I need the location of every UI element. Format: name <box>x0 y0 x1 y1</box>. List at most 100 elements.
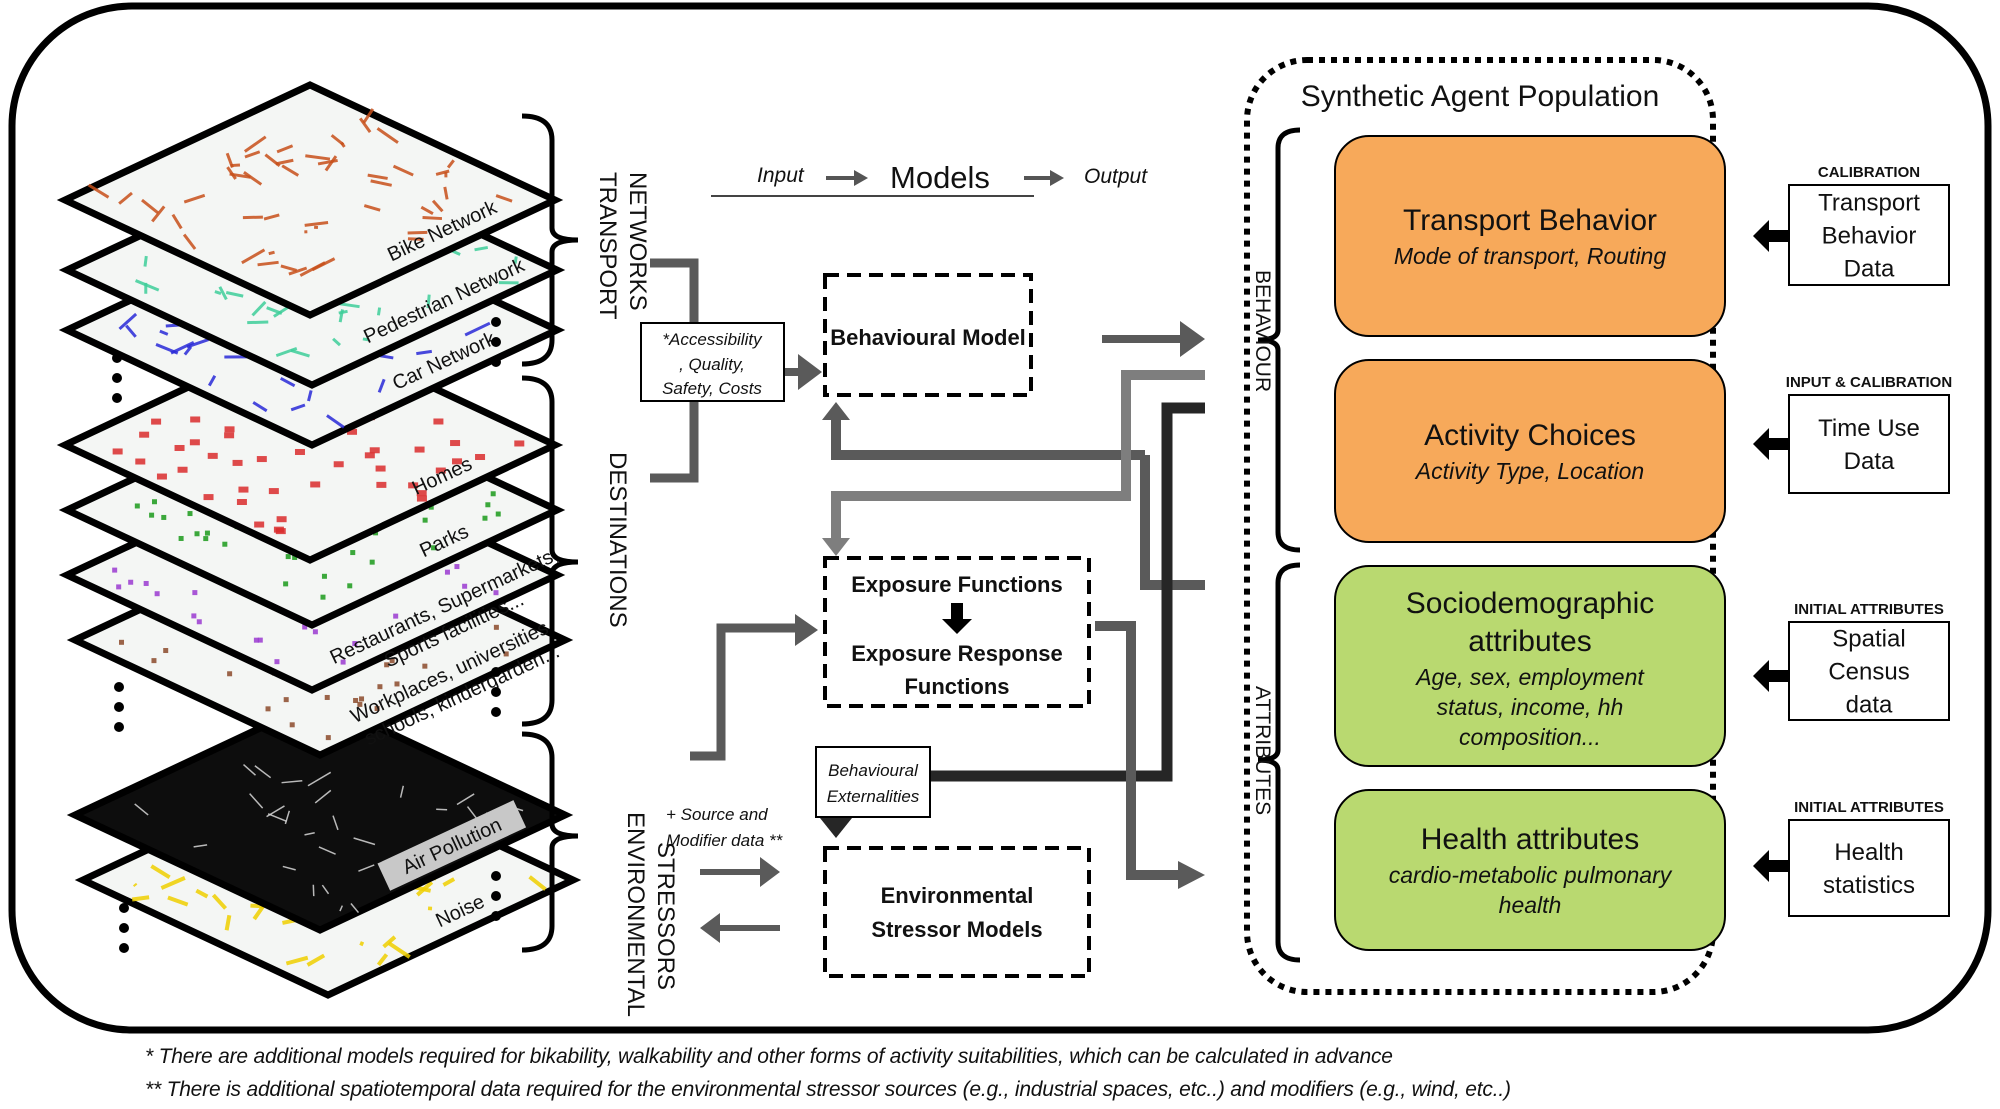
map-feature <box>282 865 296 871</box>
map-feature <box>382 935 397 949</box>
exposure-response-label: Exposure Response <box>851 641 1063 666</box>
map-feature <box>310 481 321 488</box>
box-title: Health attributes <box>1421 823 1639 856</box>
map-feature <box>141 198 159 215</box>
stressor-out-arrow-icon <box>700 913 780 943</box>
map-feature <box>132 882 138 888</box>
map-feature <box>191 613 197 619</box>
map-feature <box>118 191 133 205</box>
map-feature <box>362 337 369 342</box>
map-feature <box>442 877 456 887</box>
env-to-exposure-arrow-icon <box>795 614 818 646</box>
map-feature <box>238 486 249 493</box>
group-label-line: ENVIRONMENTAL <box>622 812 649 1017</box>
map-feature <box>254 521 265 528</box>
externalities-line: Externalities <box>827 787 920 806</box>
map-feature <box>495 194 513 203</box>
map-feature <box>377 378 386 393</box>
map-feature <box>244 150 261 159</box>
map-feature <box>171 213 183 230</box>
map-feature <box>290 348 310 358</box>
map-feature <box>380 354 394 360</box>
map-feature <box>485 502 491 508</box>
map-feature <box>393 613 399 619</box>
map-feature <box>143 580 149 586</box>
map-feature <box>186 338 210 349</box>
map-feature <box>307 771 332 787</box>
map-feature <box>218 286 228 301</box>
map-feature <box>163 648 169 654</box>
box-subtitle: Mode of transport, Routing <box>1394 243 1667 269</box>
data-source-line: data <box>1846 692 1893 719</box>
exposure-functions-box[interactable]: Exposure Functions Exposure Response Fun… <box>823 556 1091 708</box>
group-label-line: STRESSORS <box>652 842 679 990</box>
group-label-line: NETWORKS <box>624 172 651 311</box>
map-feature <box>275 158 294 166</box>
map-feature <box>514 440 525 447</box>
box-title: Activity Choices <box>1424 419 1636 452</box>
map-feature <box>288 266 308 276</box>
behavioural-model-box[interactable]: Behavioural Model <box>823 273 1033 397</box>
map-feature <box>353 837 376 846</box>
box-subtitle: status, income, hh <box>1437 694 1624 720</box>
map-feature <box>274 659 280 665</box>
map-feature <box>187 511 193 517</box>
data-source-line: Health <box>1834 839 1903 866</box>
behavioural-externalities-box: Behavioural Externalities <box>815 746 931 818</box>
box-subtitle: Age, sex, employment <box>1414 664 1645 690</box>
map-feature <box>247 320 269 325</box>
map-feature <box>265 706 271 712</box>
map-feature <box>326 414 345 429</box>
outer-frame <box>8 2 1992 1034</box>
data-source-box <box>1788 394 1950 494</box>
exposure-to-output <box>1095 621 1180 880</box>
map-feature <box>161 514 167 520</box>
map-feature <box>160 876 186 890</box>
population-braces <box>1257 127 1301 963</box>
map-feature <box>422 517 428 523</box>
map-feature <box>387 941 411 959</box>
map-feature <box>362 108 375 124</box>
environmental-stressor-models-box[interactable]: Environmental Stressor Models <box>823 846 1091 978</box>
map-feature <box>279 376 296 388</box>
map-feature <box>267 813 287 822</box>
externalities-arrow-icon <box>820 818 852 838</box>
map-feature <box>338 309 344 323</box>
map-feature <box>311 257 336 272</box>
map-feature <box>273 526 284 533</box>
map-feature <box>268 250 275 256</box>
map-feature <box>254 765 272 779</box>
layer-tile <box>56 81 564 319</box>
exposure-in-arrow-icon <box>822 538 850 556</box>
map-feature <box>422 216 443 221</box>
env-to-exposure <box>690 623 800 761</box>
box-subtitle: Activity Type, Location <box>1414 458 1644 484</box>
map-feature <box>139 431 150 438</box>
map-feature <box>466 806 479 821</box>
map-feature <box>149 512 155 518</box>
map-feature <box>339 905 344 912</box>
data-source-header: INITIAL ATTRIBUTES <box>1794 799 1944 816</box>
map-feature <box>462 583 468 589</box>
map-feature <box>230 163 241 168</box>
map-feature <box>134 503 140 509</box>
map-feature <box>204 530 210 536</box>
accessibility-line: *Accessibility <box>662 330 763 349</box>
map-feature <box>211 893 228 910</box>
map-feature <box>236 498 247 505</box>
map-feature <box>243 135 267 153</box>
map-feature <box>207 374 217 387</box>
layer-tile <box>66 696 574 934</box>
map-feature <box>384 662 390 668</box>
map-feature <box>207 452 218 459</box>
map-feature <box>143 255 148 267</box>
